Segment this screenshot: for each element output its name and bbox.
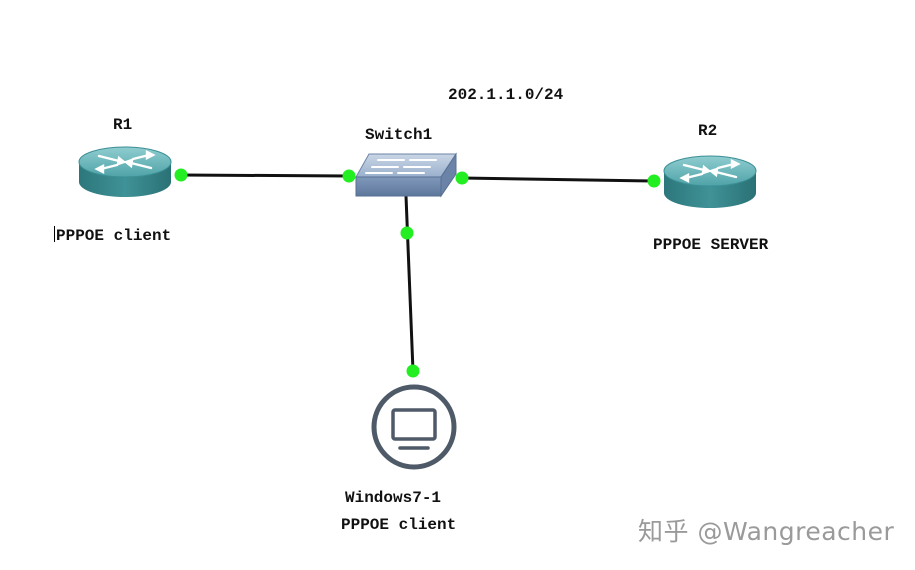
port-dot-r1 [174, 168, 188, 182]
switch-name-label: Switch1 [365, 126, 433, 144]
router-r2-icon[interactable] [663, 155, 757, 208]
router-r1-icon[interactable] [78, 146, 172, 197]
links [180, 173, 655, 372]
port-dot-r2 [647, 174, 661, 188]
r1-role-label: PPPOE client [54, 226, 171, 245]
pc-name-label: Windows7-1 [345, 489, 442, 507]
port-dot-switch-right [455, 171, 469, 185]
r2-name-label: R2 [698, 122, 718, 140]
port-dot-switch-bottom [400, 226, 414, 240]
link-r1-switch[interactable] [180, 173, 350, 178]
link-switch-pc[interactable] [404, 195, 415, 372]
pc-icon[interactable] [371, 384, 457, 470]
pc-role-label: PPPOE client [341, 516, 457, 534]
port-dot-switch-left [342, 169, 356, 183]
r1-role-text: PPPOE client [56, 227, 172, 245]
port-indicators [174, 168, 661, 378]
switch-icon[interactable] [355, 152, 457, 198]
subnet-label: 202.1.1.0/24 [448, 86, 564, 104]
r1-name-label: R1 [113, 116, 133, 134]
text-cursor [54, 226, 55, 242]
watermark: 知乎 @Wangreacher [638, 517, 895, 546]
r2-role-label: PPPOE SERVER [653, 236, 769, 254]
port-dot-pc [406, 364, 420, 378]
link-switch-r2[interactable] [461, 176, 655, 183]
